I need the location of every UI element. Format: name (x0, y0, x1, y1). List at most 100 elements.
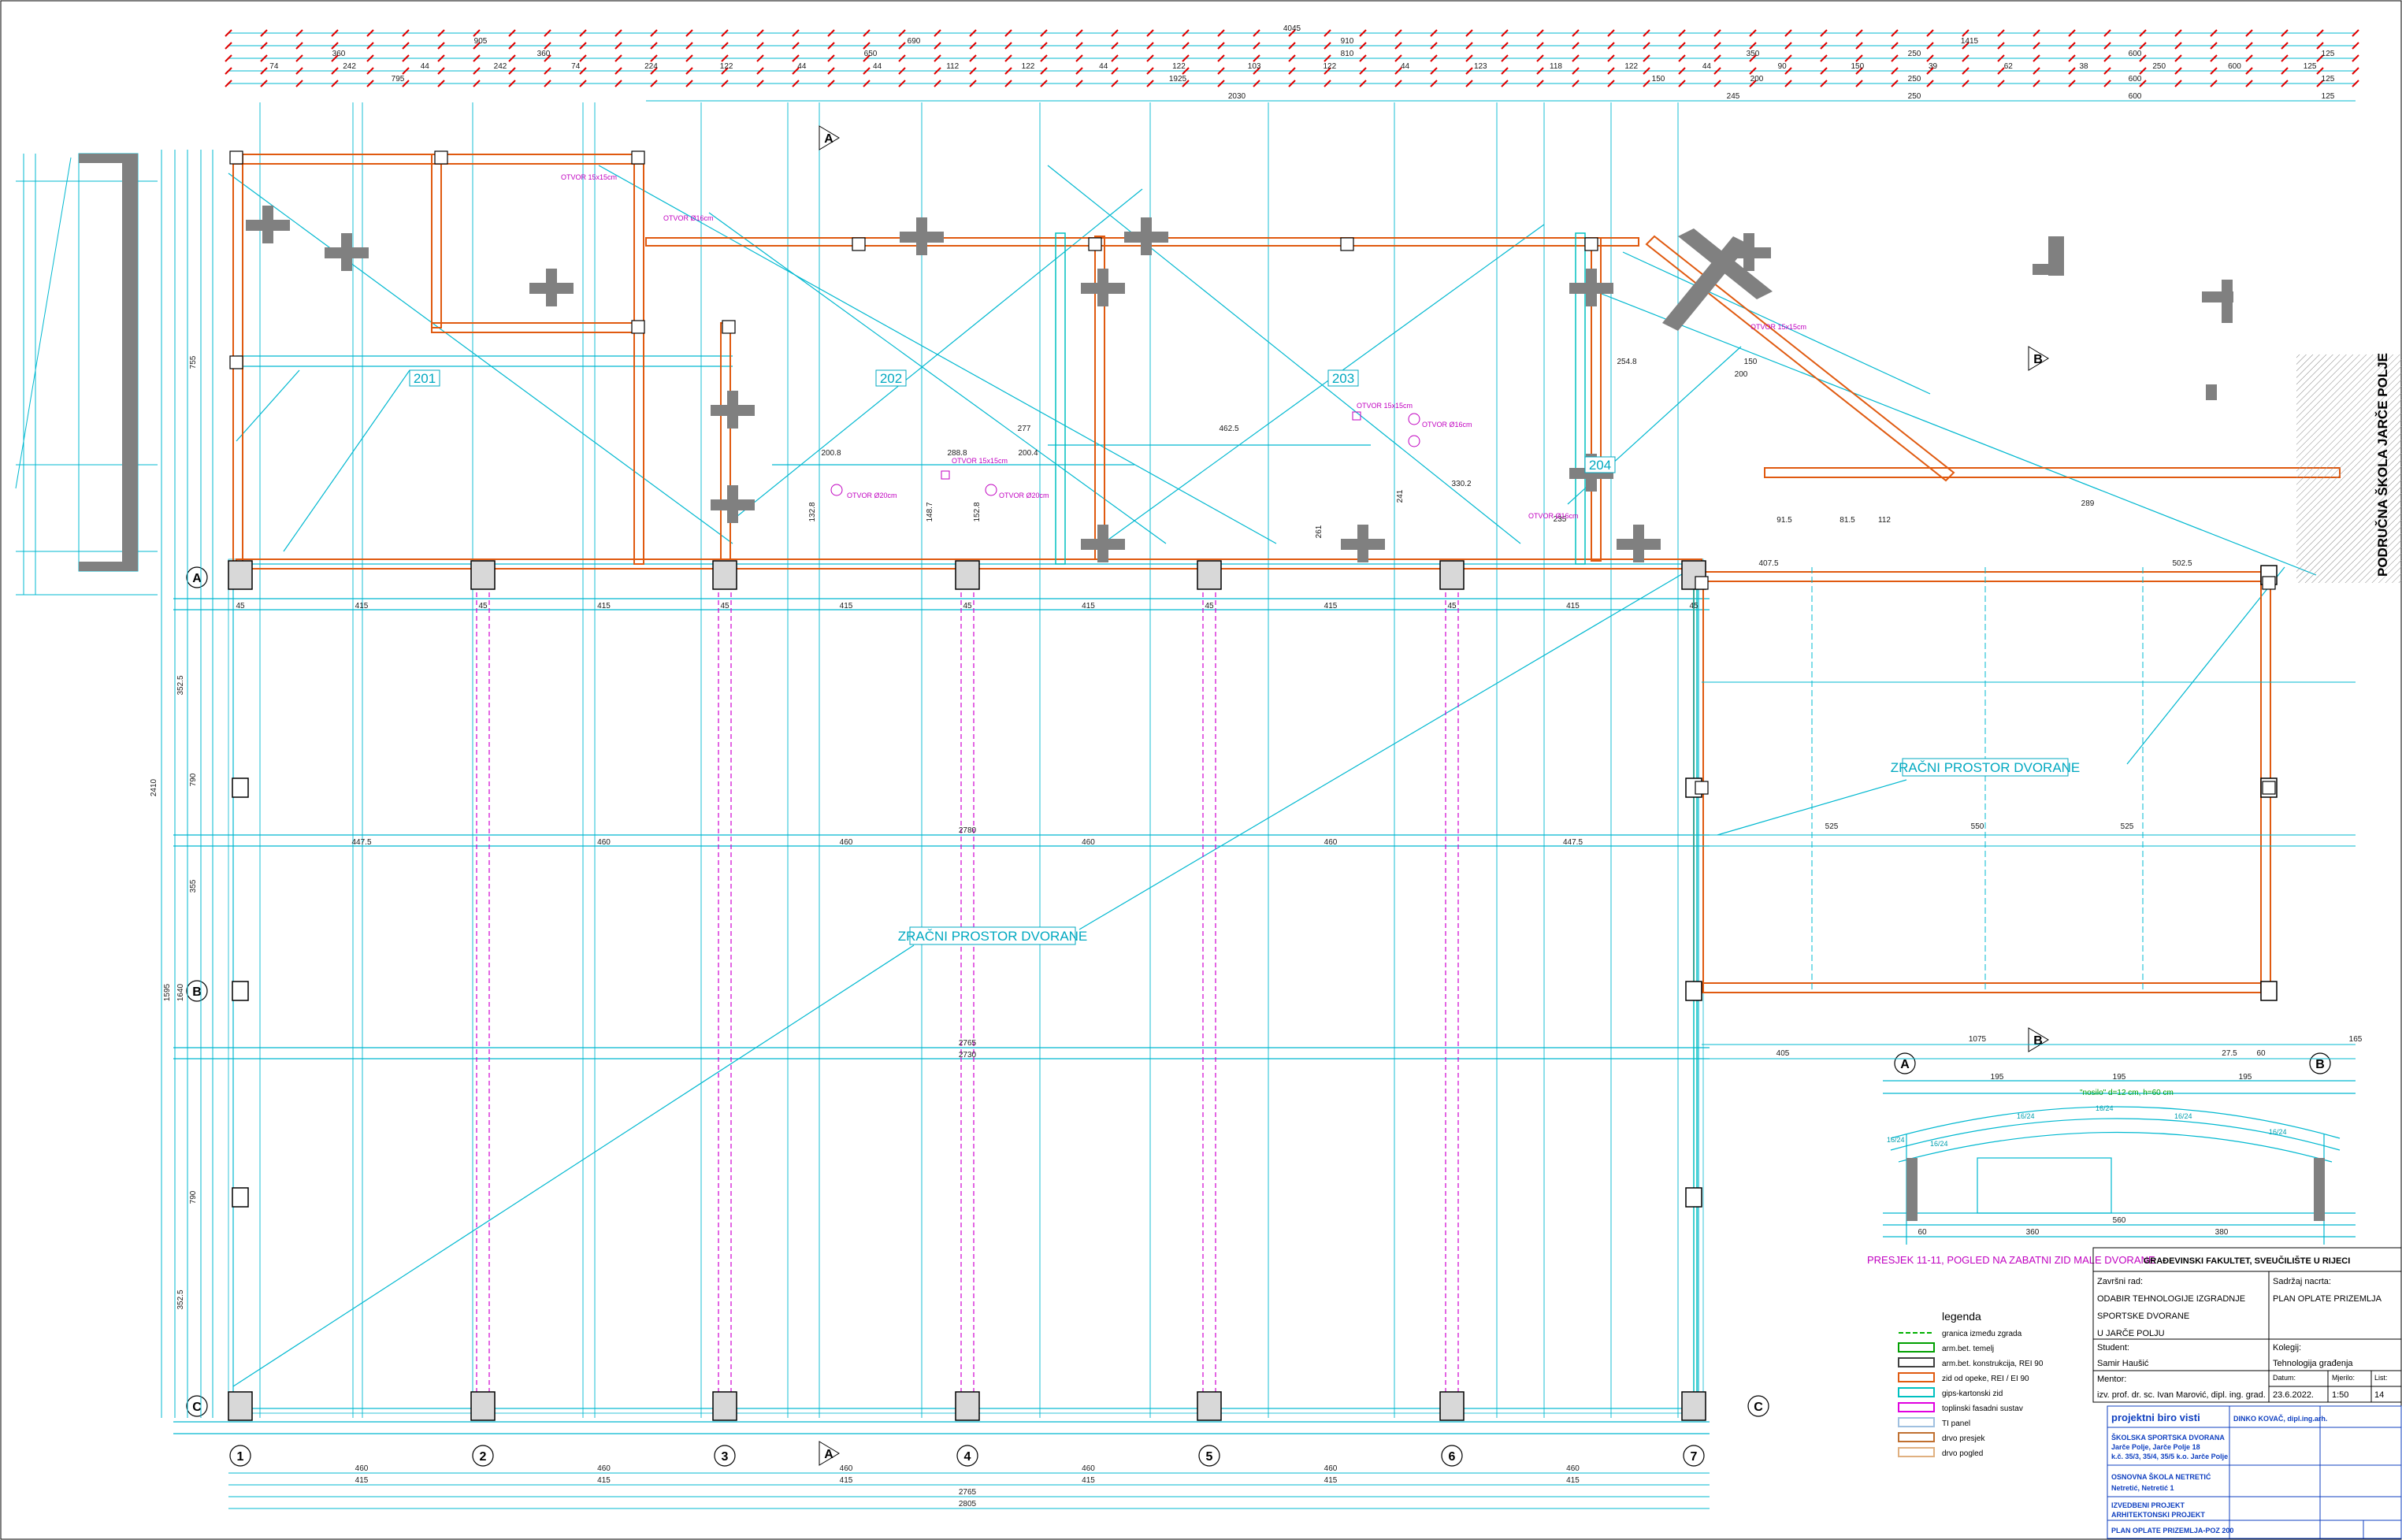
dim-tick (1324, 54, 1331, 62)
dim-tick (544, 29, 551, 37)
legend-item-label: granica između zgrada (1942, 1330, 2022, 1338)
dim-tick (1075, 67, 1083, 75)
dim-mid-4: 460 (1324, 838, 1338, 847)
legend-title: legenda (1942, 1310, 1981, 1323)
small-column (631, 320, 645, 334)
legend-swatch (1898, 1372, 1935, 1382)
dim-misc-17: 261 (1315, 525, 1324, 538)
wall-column (1141, 217, 1152, 255)
dim-tick (1678, 67, 1686, 75)
dim-tick (1465, 42, 1473, 50)
dim-tick (2139, 54, 2147, 62)
dim-tick (2352, 67, 2359, 75)
dim-misc-14: 407.5 (1758, 559, 1778, 568)
dim-tick (1926, 42, 1934, 50)
dim-tick (1111, 67, 1119, 75)
dim-misc-6: 254.8 (1617, 358, 1636, 366)
dim-axis-3: 415 (1082, 602, 1095, 610)
dim-tick (1536, 29, 1544, 37)
dim-bottom2-5: 415 (1566, 1476, 1580, 1485)
column-2 (470, 1391, 496, 1421)
dim-tick (614, 29, 622, 37)
dim-tick (685, 29, 693, 37)
section-dim-0: 195 (1991, 1073, 2004, 1082)
dim-tick (1394, 29, 1402, 37)
dim-tick (1359, 80, 1367, 87)
dim-tick (508, 29, 516, 37)
column-6 (1439, 560, 1465, 590)
section-mark-A-top: A (819, 125, 840, 150)
legend-item-label: gips-kartonski zid (1942, 1390, 2003, 1398)
dim-row2-7: 125 (2322, 50, 2335, 58)
dim-bottom1-2: 460 (840, 1464, 853, 1473)
small-column (631, 150, 645, 165)
dim-bottom2-2: 415 (840, 1476, 853, 1485)
dim-tick (1643, 54, 1650, 62)
wall-column (1097, 525, 1108, 562)
dim-row3-23: 62 (2004, 62, 2014, 71)
wall-column (262, 206, 273, 243)
dim-tick (2033, 80, 2040, 87)
dim-tick (1820, 80, 1828, 87)
svg-text:B: B (2315, 1058, 2325, 1071)
dim-tick (1891, 42, 1899, 50)
dim-tick (1536, 67, 1544, 75)
small-column (229, 150, 243, 165)
dim-tick (225, 29, 232, 37)
dim-tick (1430, 67, 1438, 75)
svg-text:3: 3 (722, 1450, 729, 1464)
dim-misc-15: 235 (1554, 515, 1567, 524)
dim-tick (1891, 29, 1899, 37)
dim-bottom1-5: 460 (1566, 1464, 1580, 1473)
dim-tick (1111, 54, 1119, 62)
legend-swatch (1898, 1402, 1935, 1412)
dim-tick (1784, 42, 1792, 50)
dim-tick (260, 80, 268, 87)
dim-tick (1111, 29, 1119, 37)
dim-tick (2352, 80, 2359, 87)
dim-tick (2352, 29, 2359, 37)
dim-tick (1962, 54, 1969, 62)
dim-tick (2210, 42, 2218, 50)
dim-tick (827, 67, 835, 75)
dim-tick (721, 67, 729, 75)
dim-tick (685, 80, 693, 87)
small-column (2262, 576, 2276, 590)
edge-column (1685, 981, 1702, 1001)
axis-row-A-right: A (1894, 1052, 1916, 1074)
tb-date-label: Datum: (2273, 1374, 2296, 1382)
office-project-2: Jarče Polje, Jarče Polje 18 (2111, 1443, 2200, 1451)
opening-8: OTVOR Ø16cm (1528, 512, 1579, 520)
concrete-columns (228, 150, 2278, 1421)
dim-tick (366, 54, 374, 62)
dim-row3-18: 122 (1624, 62, 1638, 71)
dim-tick (1253, 29, 1260, 37)
legend-swatch (1898, 1387, 1935, 1397)
dim-tick (1288, 29, 1296, 37)
dim-tick (1217, 42, 1225, 50)
axis-col-1: 1 (229, 1445, 251, 1467)
dim-mid-3: 460 (1082, 838, 1095, 847)
dim-tick (2174, 67, 2182, 75)
legend-item-label: drvo presjek (1942, 1434, 1985, 1443)
dim-tick (1501, 80, 1509, 87)
dim-row3-10: 122 (1022, 62, 1035, 71)
dim-tick (295, 67, 303, 75)
svg-text:A: A (1900, 1058, 1910, 1071)
dim-tick (1820, 67, 1828, 75)
svg-text:4: 4 (964, 1450, 971, 1464)
dim-tick (1040, 29, 1048, 37)
section-label-4: 16/24 (2269, 1128, 2287, 1136)
dim-mid-total: 2780 (959, 826, 977, 835)
wall-column (916, 217, 927, 255)
dim-tick (2245, 54, 2253, 62)
dim-tick (1324, 42, 1331, 50)
tb-work-title-2: SPORTSKE DVORANE (2097, 1312, 2189, 1321)
wall-column (1097, 269, 1108, 306)
room-201: 201 (414, 371, 436, 386)
section-mark-B-bottom: B (2028, 1027, 2049, 1052)
dim-tick (792, 80, 800, 87)
tb-work-title-1: ODABIR TEHNOLOGIJE IZGRADNJE (2097, 1294, 2245, 1304)
